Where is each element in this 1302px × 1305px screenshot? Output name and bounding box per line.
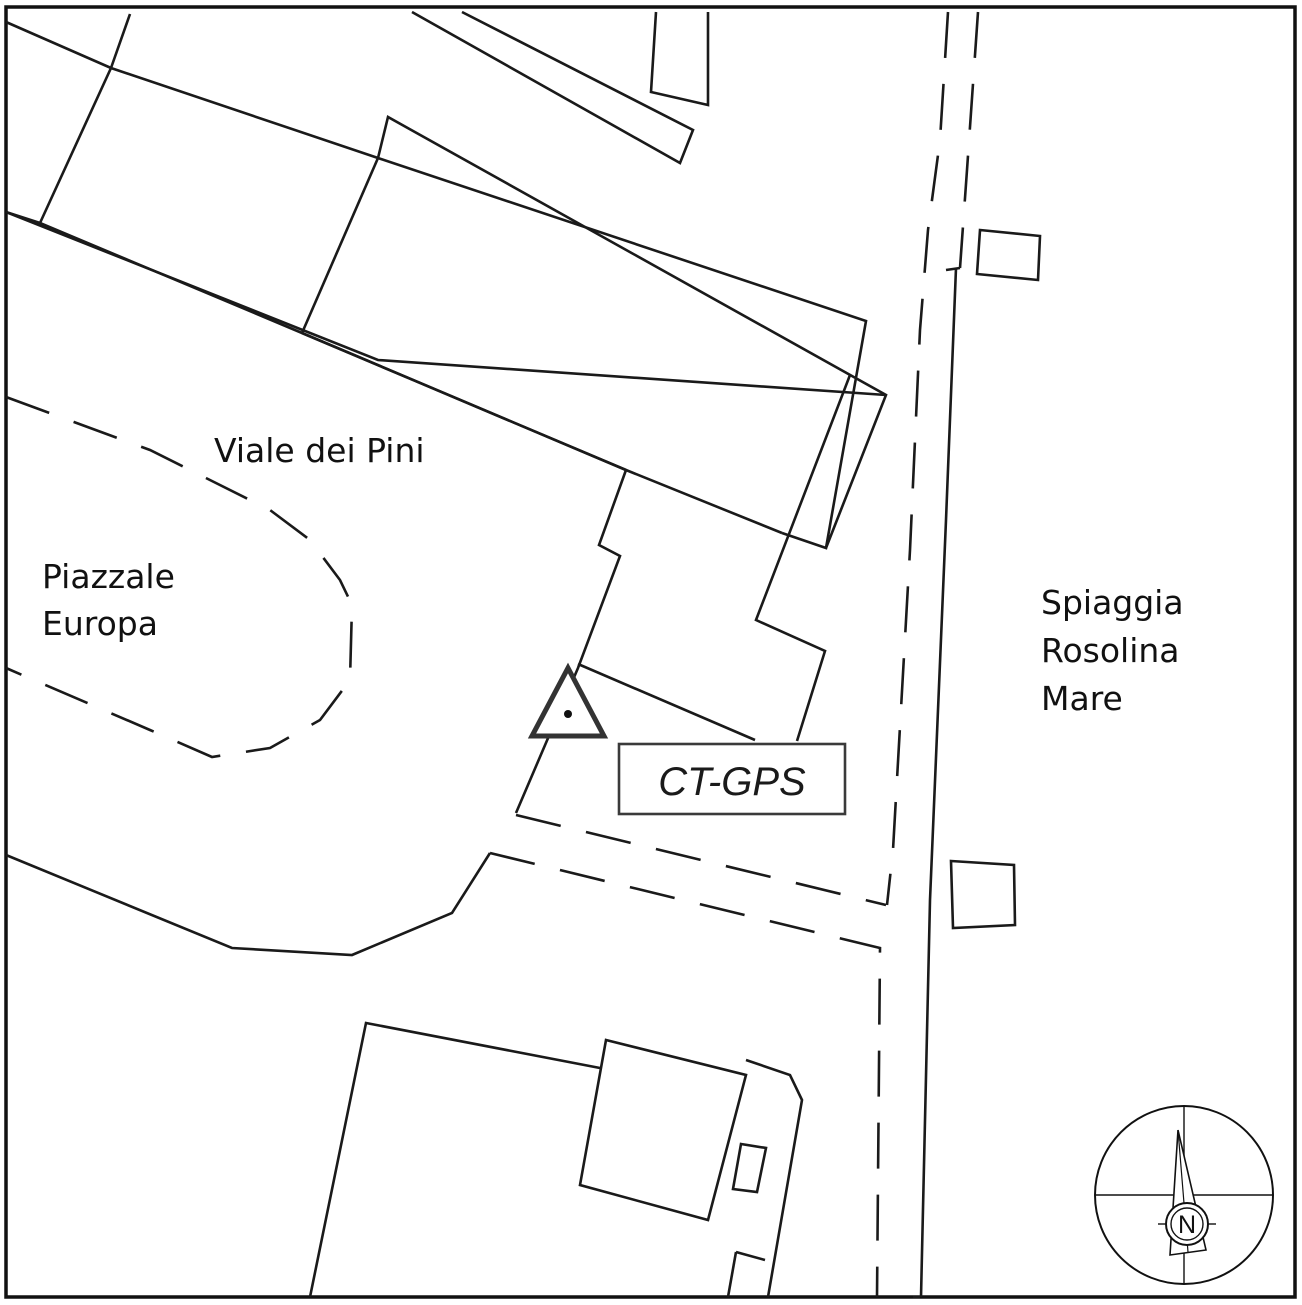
station-label: CT-GPS: [658, 760, 806, 804]
north-letter: N: [1178, 1211, 1196, 1239]
station-label-box: CT-GPS: [617, 742, 847, 816]
triangle-with-dot-icon: [527, 662, 609, 739]
beach-label-line3: Mare: [1041, 679, 1123, 718]
station-point-icon: [564, 710, 572, 718]
road-boundaries: [5, 11, 980, 1299]
gps-station-marker[interactable]: [527, 662, 609, 739]
beach-label-line2: Rosolina: [1041, 631, 1180, 670]
square-label-line1: Piazzale: [42, 557, 175, 596]
compass-rose-icon: N: [1094, 1105, 1274, 1285]
map-frame: [4, 5, 1297, 1299]
building-outlines: [5, 10, 1042, 1298]
street-label: Viale dei Pini: [214, 431, 425, 470]
station-box: [617, 742, 847, 816]
square-label-line2: Europa: [42, 604, 158, 643]
beach-label-line1: Spiaggia: [1041, 583, 1184, 622]
